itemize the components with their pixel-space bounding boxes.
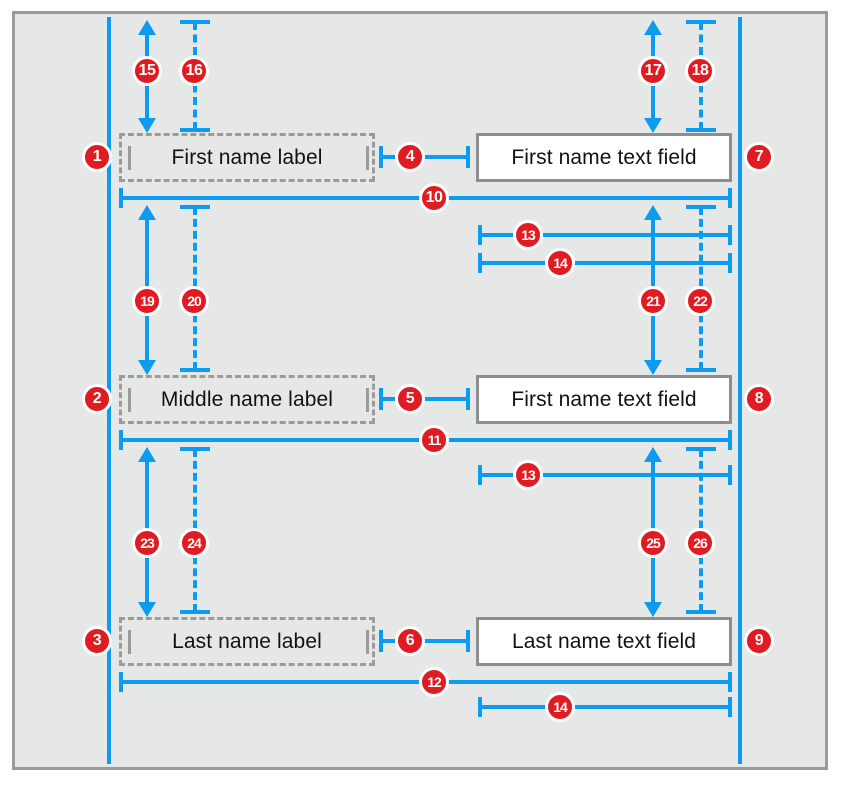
badge-26[interactable]: 26 xyxy=(685,528,715,558)
badge-8[interactable]: 8 xyxy=(744,384,774,414)
badge-14-upper[interactable]: 14 xyxy=(545,248,575,278)
width-13a-line xyxy=(478,233,732,237)
row-3-field-box[interactable]: Last name text field xyxy=(476,617,732,666)
row-3-width-cap-right xyxy=(728,672,732,692)
spacing-21-arrow-down xyxy=(644,360,662,375)
width-14a-cap-right xyxy=(728,253,732,273)
width-14b-cap-left xyxy=(478,697,482,717)
badge-2[interactable]: 2 xyxy=(82,384,112,414)
spacing-19-arrow-up xyxy=(138,205,156,220)
spacing-21-arrow-up xyxy=(644,205,662,220)
badge-9[interactable]: 9 xyxy=(744,626,774,656)
badge-4[interactable]: 4 xyxy=(395,142,425,172)
row-1-width-cap-right xyxy=(728,188,732,208)
row-1-field-text: First name text field xyxy=(511,145,697,169)
spacing-18-cap-bottom xyxy=(686,128,716,132)
row-3-label-inner-tick-right xyxy=(366,630,369,654)
row-2-gap-cap-right xyxy=(466,388,470,410)
spacing-15-arrow-down xyxy=(138,118,156,133)
badge-23[interactable]: 23 xyxy=(132,528,162,558)
width-14b-cap-right xyxy=(728,697,732,717)
badge-14-lower[interactable]: 14 xyxy=(545,692,575,722)
row-1-label-box[interactable]: First name label xyxy=(119,133,375,182)
badge-11[interactable]: 11 xyxy=(419,425,449,455)
badge-15[interactable]: 15 xyxy=(132,56,162,86)
row-2-field-box[interactable]: First name text field xyxy=(476,375,732,424)
row-2-width-cap-left xyxy=(119,430,123,450)
spacing-17-arrow-down xyxy=(644,118,662,133)
spacing-15-arrow-up xyxy=(138,20,156,35)
width-14a-cap-left xyxy=(478,253,482,273)
row-3-gap-cap-left xyxy=(379,630,383,652)
row-2-gap-cap-left xyxy=(379,388,383,410)
row-3-label-box[interactable]: Last name label xyxy=(119,617,375,666)
row-1-label-inner-tick-right xyxy=(366,146,369,170)
spacing-23-arrow-up xyxy=(138,447,156,462)
width-14a-line xyxy=(478,261,732,265)
row-3-width-cap-left xyxy=(119,672,123,692)
row-3-label-inner-tick-left xyxy=(128,630,131,654)
spacing-20-cap-bottom xyxy=(180,368,210,372)
badge-18[interactable]: 18 xyxy=(685,56,715,86)
spacing-23-arrow-down xyxy=(138,602,156,617)
badge-7[interactable]: 7 xyxy=(744,142,774,172)
badge-17[interactable]: 17 xyxy=(638,56,668,86)
width-13a-cap-right xyxy=(728,225,732,245)
width-14b-line xyxy=(478,705,732,709)
badge-19[interactable]: 19 xyxy=(132,286,162,316)
row-1-label-text: First name label xyxy=(171,145,323,169)
row-3-label-text: Last name label xyxy=(172,629,322,653)
row-2-label-inner-tick-left xyxy=(128,388,131,412)
row-3-gap-cap-right xyxy=(466,630,470,652)
spacing-25-arrow-up xyxy=(644,447,662,462)
spacing-26-cap-bottom xyxy=(686,610,716,614)
badge-22[interactable]: 22 xyxy=(685,286,715,316)
width-13a-cap-left xyxy=(478,225,482,245)
spacing-16-cap-bottom xyxy=(180,128,210,132)
row-3-field-text: Last name text field xyxy=(511,629,697,653)
badge-13-lower[interactable]: 13 xyxy=(513,460,543,490)
spacing-19-arrow-down xyxy=(138,360,156,375)
badge-16[interactable]: 16 xyxy=(179,56,209,86)
spacing-17-arrow-up xyxy=(644,20,662,35)
badge-6[interactable]: 6 xyxy=(395,626,425,656)
badge-1[interactable]: 1 xyxy=(82,142,112,172)
badge-12[interactable]: 12 xyxy=(419,667,449,697)
spacing-22-cap-bottom xyxy=(686,368,716,372)
row-1-field-box[interactable]: First name text field xyxy=(476,133,732,182)
badge-5[interactable]: 5 xyxy=(395,384,425,414)
spacing-24-cap-bottom xyxy=(180,610,210,614)
width-13b-cap-right xyxy=(728,465,732,485)
row-2-label-text: Middle name label xyxy=(160,387,334,411)
badge-21[interactable]: 21 xyxy=(638,286,668,316)
row-1-gap-cap-right xyxy=(466,146,470,168)
row-2-field-text: First name text field xyxy=(511,387,697,411)
row-1-gap-cap-left xyxy=(379,146,383,168)
badge-20[interactable]: 20 xyxy=(179,286,209,316)
row-2-label-inner-tick-right xyxy=(366,388,369,412)
row-1-label-inner-tick-left xyxy=(128,146,131,170)
width-13b-line xyxy=(478,473,732,477)
width-13b-cap-left xyxy=(478,465,482,485)
row-2-label-box[interactable]: Middle name label xyxy=(119,375,375,424)
badge-3[interactable]: 3 xyxy=(82,626,112,656)
badge-25[interactable]: 25 xyxy=(638,528,668,558)
spacing-25-arrow-down xyxy=(644,602,662,617)
row-2-width-cap-right xyxy=(728,430,732,450)
badge-10[interactable]: 10 xyxy=(419,183,449,213)
badge-13-upper[interactable]: 13 xyxy=(513,220,543,250)
badge-24[interactable]: 24 xyxy=(179,528,209,558)
row-1-width-cap-left xyxy=(119,188,123,208)
right-container-guide xyxy=(738,17,742,764)
